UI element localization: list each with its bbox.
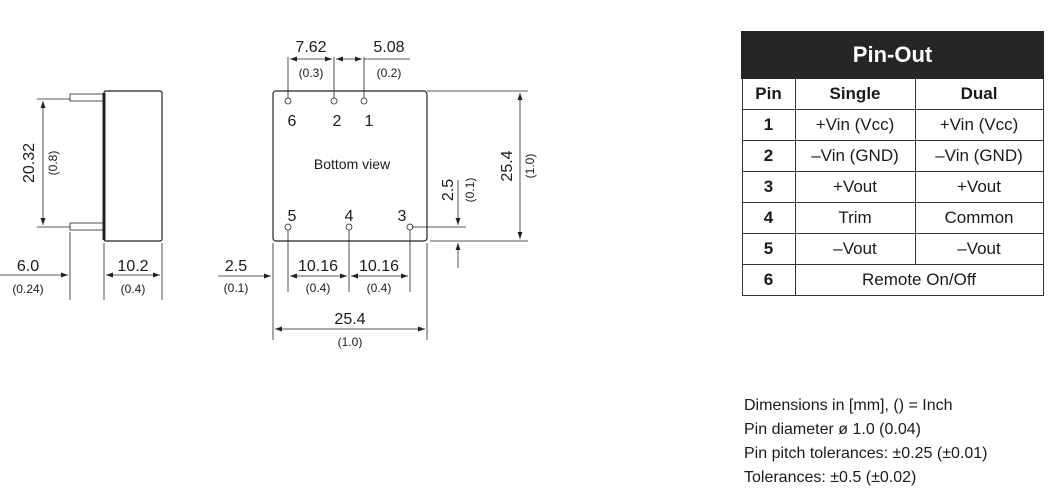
bottom-width-label: 25.4 — [334, 311, 365, 328]
col-header-dual: Dual — [914, 77, 1044, 110]
bottom-height-inch-label: (1.0) — [523, 154, 537, 179]
bottom-pitch-a-label: 10.16 — [298, 258, 338, 275]
pin-5-number: 5 — [288, 208, 297, 225]
side-width-label: 10.2 — [117, 258, 148, 275]
dual-cell: +Vin (Vcc) — [914, 109, 1044, 141]
table-row: 4 Trim Common — [741, 202, 1044, 234]
bottom-view-body — [272, 90, 428, 242]
pin-cell: 4 — [741, 202, 796, 234]
single-cell: Trim — [794, 202, 916, 234]
dual-cell: Common — [914, 202, 1044, 234]
note-line: Tolerances: ±0.5 (±0.02) — [744, 469, 917, 486]
pin-cell: 1 — [741, 109, 796, 141]
pin-out-title: Pin-Out — [741, 31, 1044, 79]
pin-cell: 5 — [741, 233, 796, 265]
pin-6-number: 6 — [288, 113, 297, 130]
bottom-view-label: Bottom view — [314, 156, 391, 172]
table-row: 1 +Vin (Vcc) +Vin (Vcc) — [741, 109, 1044, 141]
pin-4-number: 4 — [345, 208, 354, 225]
top-pitch-b-inch-label: (0.2) — [377, 66, 402, 80]
single-cell: +Vout — [794, 171, 916, 203]
col-header-single: Single — [794, 77, 916, 110]
remote-cell: Remote On/Off — [794, 264, 1044, 296]
top-pitch-a-label: 7.62 — [295, 39, 326, 56]
mechanical-drawing: 20.32 (0.8) 6.0 (0.24) 10.2 (0.4) Bottom… — [0, 39, 537, 349]
pin-2-number: 2 — [333, 113, 342, 130]
top-pitch-b-label: 5.08 — [373, 39, 404, 56]
single-cell: –Vin (GND) — [794, 140, 916, 172]
side-view-body — [103, 90, 163, 242]
dual-cell: –Vout — [914, 233, 1044, 265]
single-cell: +Vin (Vcc) — [794, 109, 916, 141]
bottom-height-label: 25.4 — [499, 150, 516, 181]
pin-out-table: Pin-Out Pin Single Dual 1 +Vin (Vcc) +Vi… — [741, 31, 1044, 296]
note-line: Pin diameter ø 1.0 (0.04) — [744, 421, 921, 438]
side-width-inch-label: (0.4) — [121, 282, 146, 296]
pin-3-number: 3 — [398, 208, 407, 225]
note-line: Dimensions in [mm], () = Inch — [744, 397, 953, 414]
side-view-pins — [69, 93, 105, 231]
top-pitch-a-inch-label: (0.3) — [299, 66, 324, 80]
table-row: 2 –Vin (GND) –Vin (GND) — [741, 140, 1044, 172]
row-offset-label: 2.5 — [440, 179, 457, 201]
table-row: 3 +Vout +Vout — [741, 171, 1044, 203]
note-line: Pin pitch tolerances: ±0.25 (±0.01) — [744, 445, 988, 462]
side-view: 20.32 (0.8) 6.0 (0.24) 10.2 (0.4) — [0, 90, 163, 300]
pin-cell: 2 — [741, 140, 796, 172]
dual-cell: –Vin (GND) — [914, 140, 1044, 172]
dual-cell: +Vout — [914, 171, 1044, 203]
dimension-notes: Dimensions in [mm], () = Inch Pin diamet… — [744, 394, 987, 490]
side-height-inch-label: (0.8) — [46, 151, 60, 176]
bottom-width-inch-label: (1.0) — [338, 335, 363, 349]
table-row: 5 –Vout –Vout — [741, 233, 1044, 265]
bottom-pitch-b-label: 10.16 — [359, 258, 399, 275]
side-pin-offset-label: 6.0 — [17, 258, 39, 275]
table-row: 6 Remote On/Off — [741, 264, 1044, 296]
col-header-pin: Pin — [741, 77, 796, 110]
pin-cell: 3 — [741, 171, 796, 203]
edge-offset-label: 2.5 — [225, 258, 247, 275]
pin-cell: 6 — [741, 264, 796, 296]
bottom-pitch-b-inch-label: (0.4) — [367, 281, 392, 295]
side-height-label: 20.32 — [21, 143, 38, 183]
bottom-pitch-a-inch-label: (0.4) — [306, 281, 331, 295]
pin-1-number: 1 — [365, 113, 374, 130]
single-cell: –Vout — [794, 233, 916, 265]
side-pin-offset-inch-label: (0.24) — [12, 282, 43, 296]
edge-offset-inch-label: (0.1) — [224, 281, 249, 295]
bottom-view: Bottom view 6 2 1 5 4 3 7.62 (0.3) 5.08 … — [218, 39, 537, 349]
row-offset-inch-label: (0.1) — [463, 178, 477, 203]
